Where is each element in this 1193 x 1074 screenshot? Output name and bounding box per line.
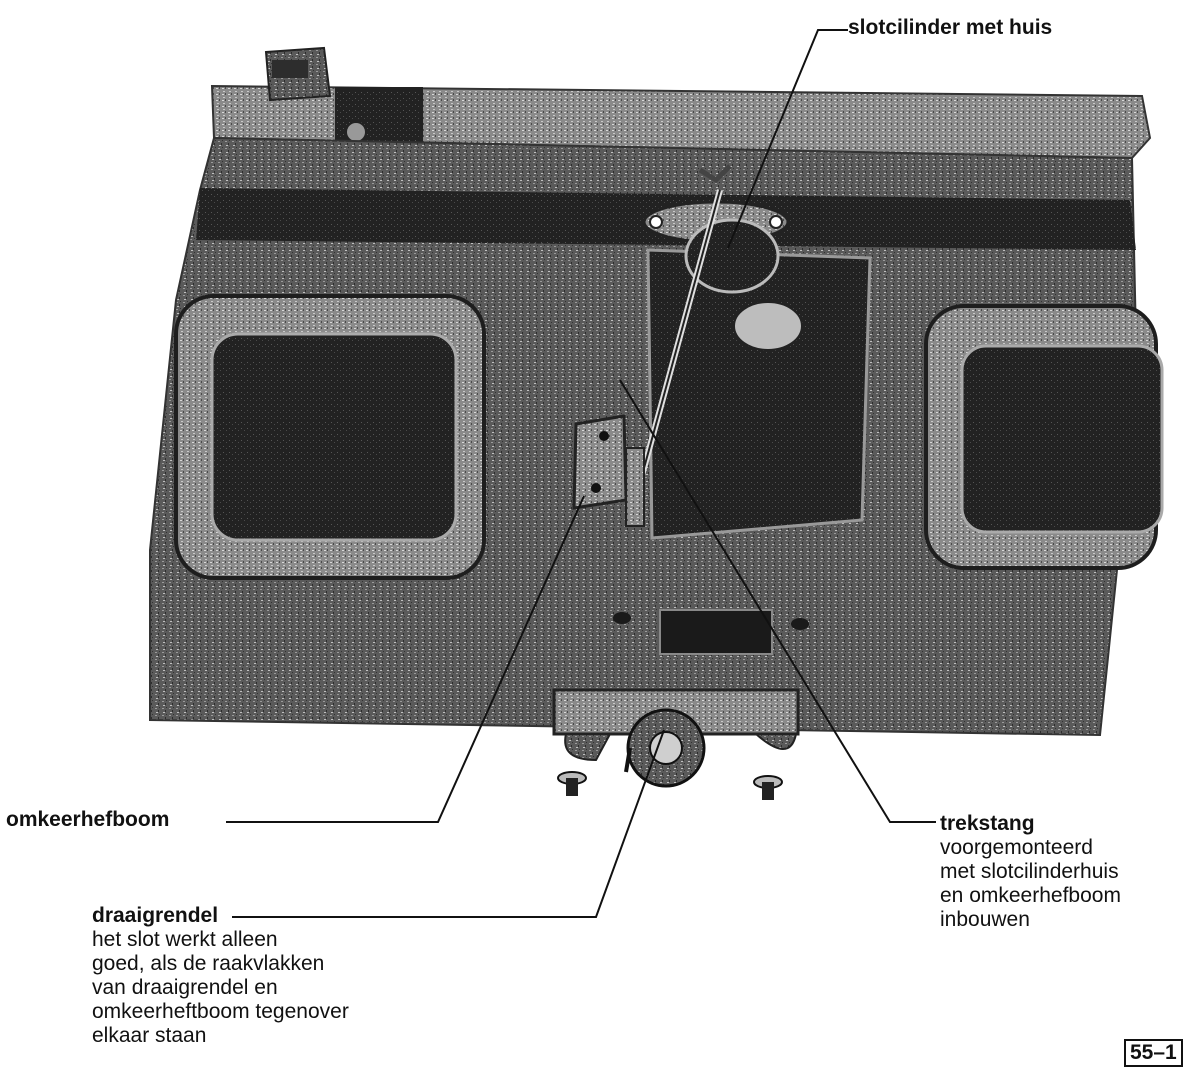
label-trekstang-line: met slotcilinderhuis (940, 860, 1119, 883)
leader-omkeerhefboom (226, 495, 585, 823)
label-trekstang: trekstang voorgemonteerd met slotcilinde… (940, 812, 1121, 932)
rotary-latch (552, 688, 800, 788)
reversing-lever (572, 414, 645, 527)
panel-main-body (149, 136, 1164, 737)
leader-lines (226, 29, 936, 918)
label-trekstang-line: voorgemonteerd (940, 836, 1093, 859)
label-draaigrendel: draaigrendel het slot werkt alleen goed,… (92, 904, 349, 1048)
pull-rod (635, 189, 723, 491)
figure-number: 55–1 (1124, 1039, 1183, 1067)
left-recess-inner (210, 332, 458, 542)
label-trekstang-line: inbouwen (940, 908, 1030, 931)
label-draaigrendel-title: draaigrendel (92, 904, 219, 927)
label-slotcilinder: slotcilinder met huis (848, 16, 1053, 39)
leader-trekstang (619, 379, 936, 823)
leader-draaigrendel (232, 729, 665, 918)
central-mount-plate (646, 248, 872, 540)
label-draaigrendel-line: het slot werkt alleen (92, 928, 278, 951)
label-trekstang-title: trekstang (940, 812, 1035, 835)
label-draaigrendel-line: omkeerheftboom tegenover (92, 1000, 349, 1023)
label-draaigrendel-line: van draaigrendel en (92, 976, 278, 999)
right-recess-inner (960, 344, 1164, 534)
label-draaigrendel-line: goed, als de raakvlakken (92, 952, 325, 975)
screw-left (557, 771, 587, 796)
label-trekstang-line: en omkeerhefboom (940, 884, 1121, 907)
label-draaigrendel-line: elkaar staan (92, 1024, 207, 1047)
leader-slotcilinder (727, 29, 848, 249)
label-omkeerhefboom: omkeerhefboom (6, 808, 170, 831)
screw-right (753, 775, 783, 800)
